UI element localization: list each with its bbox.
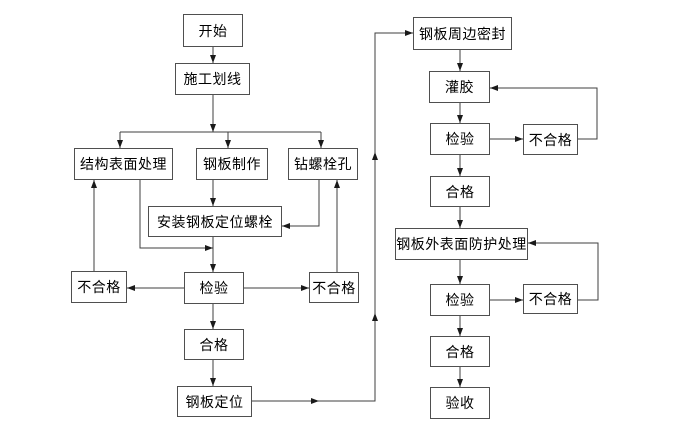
node-fail-left: 不合格 (71, 271, 127, 303)
connector-positioning-route-2 (319, 313, 378, 402)
node-inspection-3: 检验 (430, 284, 490, 316)
node-plate-positioning: 钢板定位 (177, 386, 252, 417)
node-inspection-2: 检验 (430, 123, 490, 155)
connector-fail2-to-glue (490, 85, 598, 140)
node-pass-2: 合格 (430, 176, 490, 207)
node-surface-protection: 钢板外表面防护处理 (395, 228, 528, 260)
node-start: 开始 (183, 14, 243, 47)
connector-surface-to-inspect1 (139, 180, 213, 251)
node-fail-3: 不合格 (523, 284, 578, 314)
node-construction-marking: 施工划线 (175, 63, 250, 95)
node-plate-fabrication: 钢板制作 (196, 148, 268, 180)
node-glue-injection: 灌胶 (429, 71, 490, 103)
node-surface-treatment: 结构表面处理 (74, 148, 173, 180)
node-drill-bolt-holes: 钻螺栓孔 (288, 148, 358, 180)
node-install-positioning-bolts: 安装钢板定位螺栓 (148, 206, 282, 237)
connector-drilling-to-install (282, 180, 320, 229)
node-acceptance: 验收 (430, 387, 490, 419)
connector-fail3-to-protection (528, 240, 599, 301)
node-perimeter-seal: 钢板周边密封 (413, 17, 512, 50)
connector-positioning-to-seal (374, 30, 413, 152)
node-fail-2: 不合格 (523, 124, 578, 155)
node-pass-3: 合格 (430, 336, 490, 367)
node-fail-right: 不合格 (309, 272, 359, 303)
node-inspection-1: 检验 (184, 272, 244, 304)
node-pass-1: 合格 (184, 329, 244, 360)
